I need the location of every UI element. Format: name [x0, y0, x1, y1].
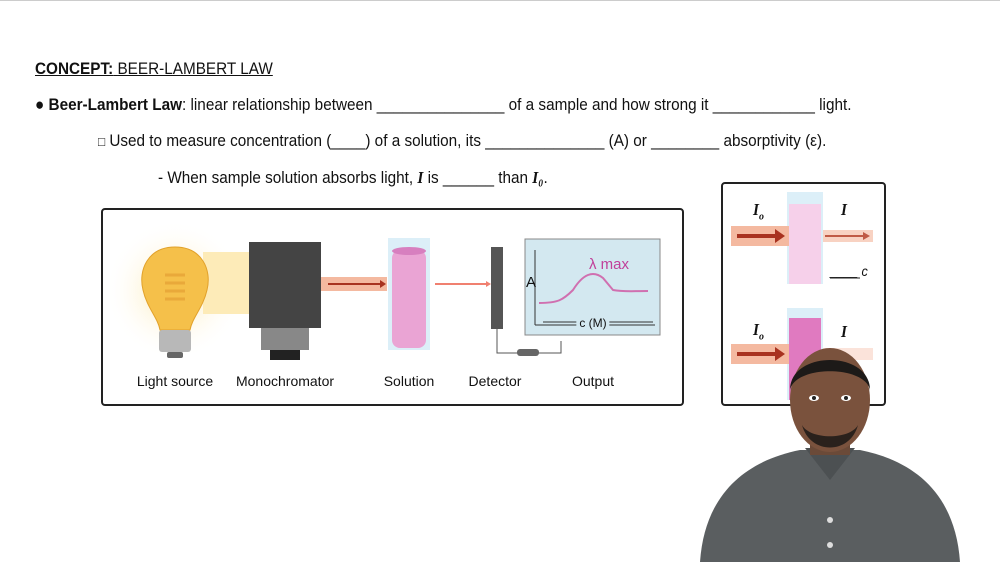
top-border	[0, 0, 1000, 1]
usage-line: □ Used to measure concentration (____) o…	[98, 131, 827, 150]
presenter-video	[690, 340, 970, 562]
label-monochromator: Monochromator	[235, 373, 335, 389]
solution-cuvette-icon	[388, 238, 430, 350]
spectrophotometer-diagram: λ max A c (M) Light source Monochromator…	[101, 208, 684, 406]
transmitted-intensity-label-bottom: I	[841, 322, 847, 341]
label-detector: Detector	[468, 373, 522, 389]
label-output: Output	[571, 373, 615, 389]
concentration-blank: ____ c	[830, 263, 868, 279]
definition-line: ● Beer-Lambert Law: linear relationship …	[35, 95, 852, 114]
label-light-source: Light source	[136, 373, 214, 389]
detector-icon	[491, 247, 562, 356]
absorption-line: - When sample solution absorbs light, I …	[158, 168, 548, 187]
transmitted-intensity-label-top: I	[841, 200, 847, 219]
page-title: CONCEPT: BEER-LAMBERT LAW	[35, 59, 273, 78]
graph-peak-label: λ max	[588, 256, 630, 273]
graph-y-label: A	[525, 274, 537, 291]
label-solution: Solution	[383, 373, 435, 389]
light-bulb-icon	[105, 220, 251, 360]
graph-x-label: c (M)	[576, 316, 610, 330]
incident-intensity-label-bottom: Io	[753, 320, 764, 343]
incident-intensity-label-top: Io	[753, 200, 764, 223]
monochromator-icon	[249, 242, 321, 360]
